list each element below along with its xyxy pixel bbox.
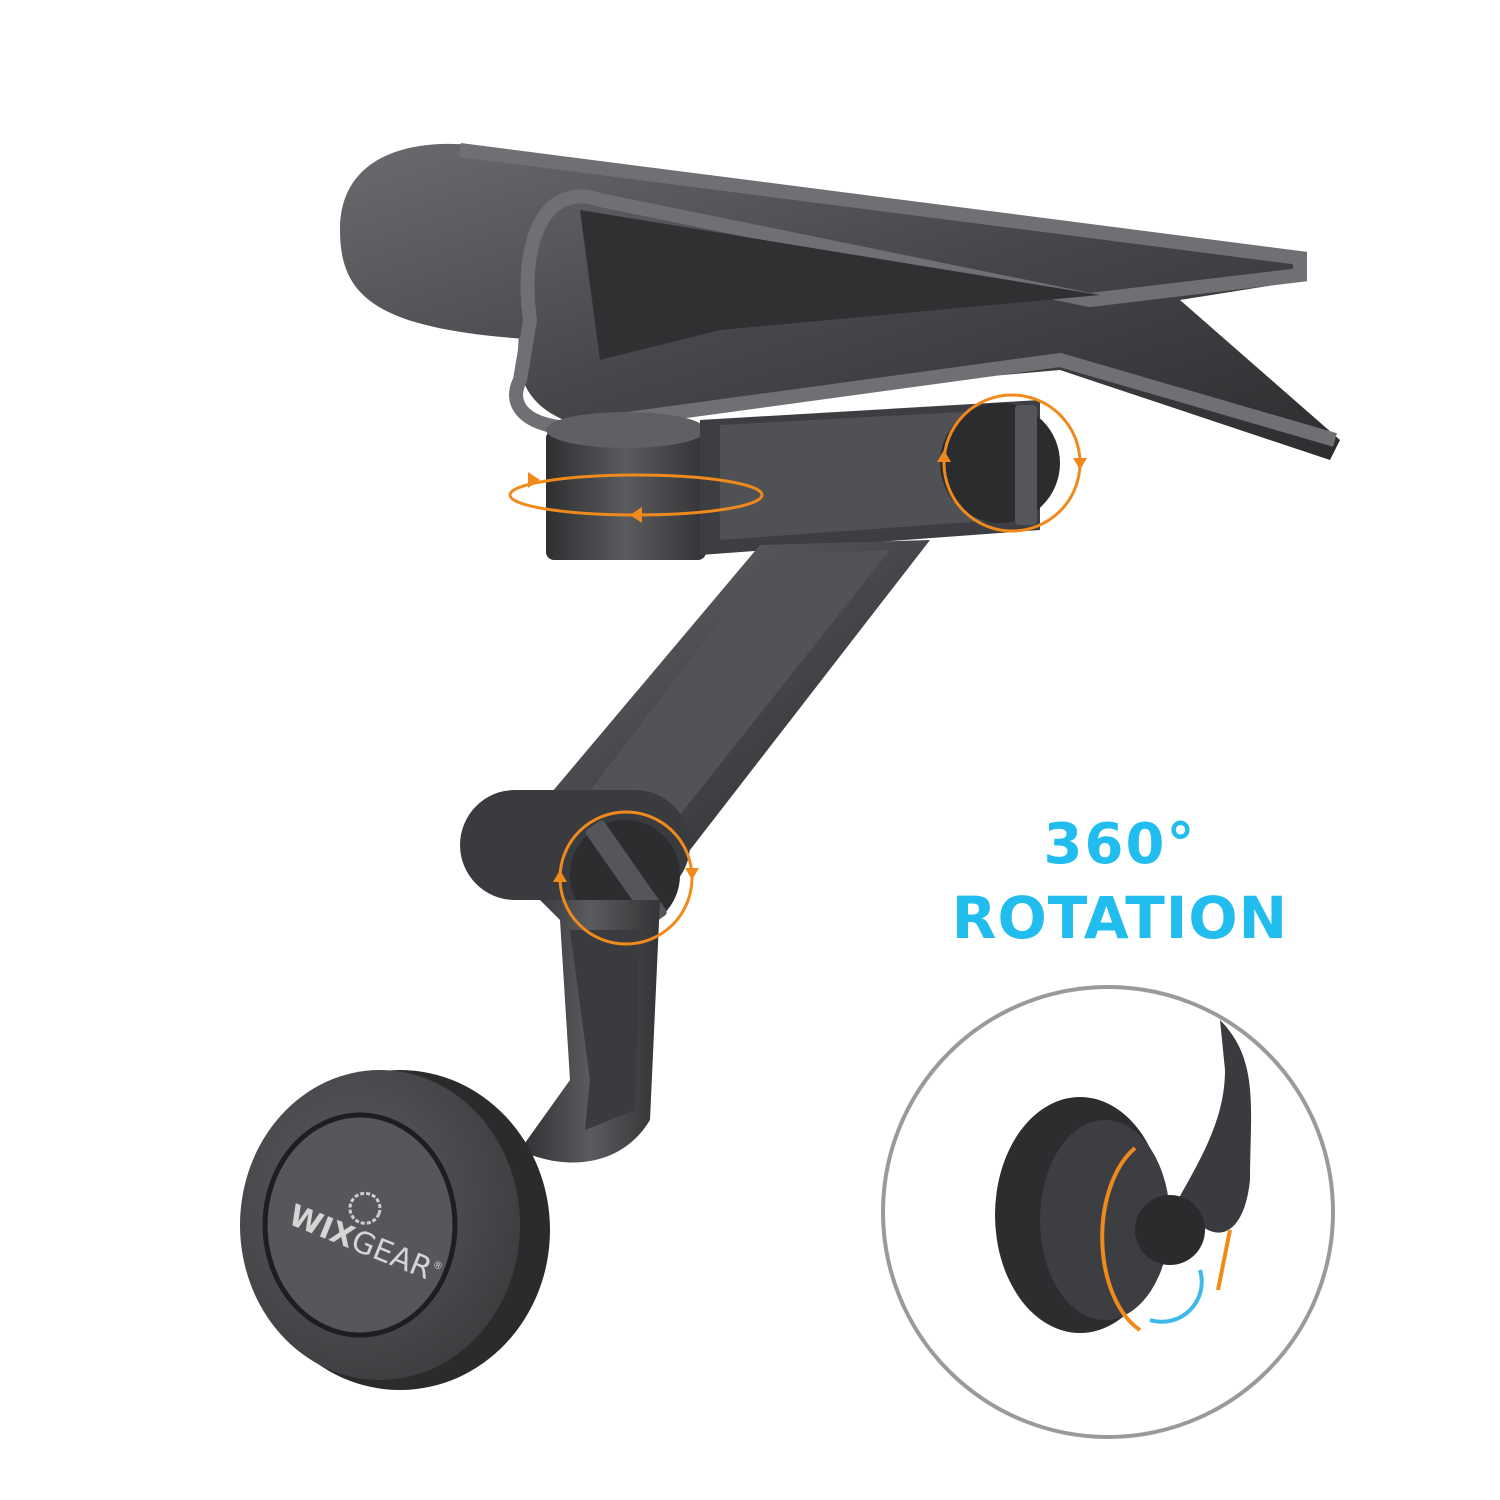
swivel-joint (546, 400, 1060, 560)
logo-registered-mark: ® (431, 1259, 444, 1273)
extension-arm (460, 540, 930, 1163)
head-rotation-arrow-icon (1100, 1146, 1142, 1332)
headline-degrees: 360° (1043, 812, 1197, 877)
inset-detail-circle (881, 985, 1335, 1439)
ball-joint-rotation-arrow-icon (1149, 1269, 1204, 1324)
headline-rotation: ROTATION (951, 884, 1289, 952)
tilt-arrow-icon (1216, 1229, 1232, 1291)
magnetic-head (240, 1070, 550, 1390)
